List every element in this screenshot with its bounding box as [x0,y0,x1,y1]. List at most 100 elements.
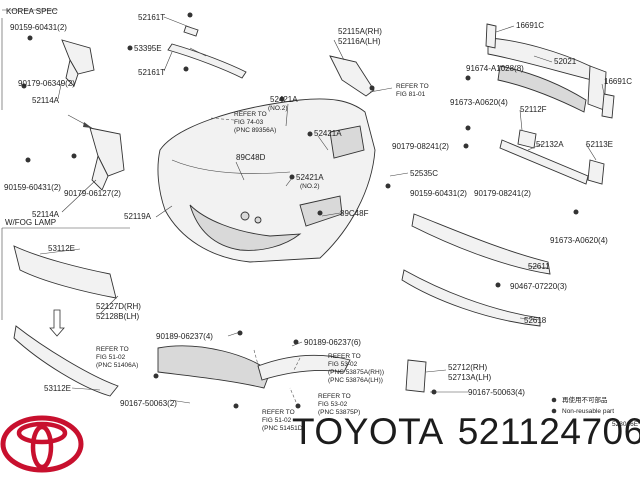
ref-fig53b-line2: FIG 53-02 [318,401,348,408]
bracket-16691C-left [485,23,497,49]
label-89C48D: 89C48D [236,153,266,162]
label-90159-b: 90159-60431(2) [4,183,61,192]
arrow-head-icon [83,122,92,128]
ref-fig74-line1: REFER TO [234,111,267,118]
label-52421A-c: 52421A [296,173,324,182]
ref-fig74-line3: (PNC 89356A) [234,127,276,134]
bracket-52114A-upper [61,39,95,87]
brand-caption: TOYOTA5211247060 [292,411,640,453]
fasteners [21,12,579,409]
undercover [157,345,271,389]
label-52618: 52618 [524,316,547,325]
korea-spec-region: KOREA SPEC [1,7,58,110]
ref-fig51a-line1: REFER TO [96,346,129,353]
bracket-16691C-right [601,93,615,119]
label-52021: 52021 [554,57,577,66]
bolt-icon [431,389,437,395]
label-90179-c: 90179-08241(2) [392,142,449,151]
label-52127D: 52127D(RH) [96,302,141,311]
label-52113E: 52113E [586,140,613,149]
ref-fig51b-line1: REFER TO [262,409,295,416]
label-52161T-b: 52161T [138,68,165,77]
wfog-lamp-region: W/FOG LAMP [1,218,130,320]
absorber-52021 [487,37,607,113]
bolt-icon [385,183,391,189]
ref-fig51b-line2: FIG 51-02 [262,417,292,424]
ref-fig81-line1: REFER TO [396,83,429,90]
label-53112E-a: 53112E [48,244,75,253]
toyota-logo-icon [0,415,84,473]
leader-lines [39,16,605,404]
label-90189-b: 90189-06237(6) [304,338,361,347]
label-90467: 90467-07220(3) [510,282,567,291]
korea-spec-label: KOREA SPEC [6,7,58,16]
label-52712: 52712(RH) [448,363,487,372]
figure-id: 523016E [612,421,639,428]
bolt-icon [233,403,239,409]
bolt-icon [465,75,471,81]
bolt-icon [465,125,471,131]
bracket-52112F [517,129,537,149]
label-52128B: 52128B(LH) [96,312,139,321]
bolt-icon [153,373,159,379]
ref-fig51b-line3: (PNC 51451D) [262,425,305,432]
bolt-icon [127,45,133,51]
label-90167-a: 90167-50063(2) [120,399,177,408]
reusable-marker-icon [551,397,557,403]
label-89C48F: 89C48F [340,209,369,218]
label-16691C-a: 16691C [516,21,544,30]
ref-fig53b-line1: REFER TO [318,393,351,400]
legend: 再使用不可部品 Non-reusable part 523016E [551,395,639,428]
label-52114A-a: 52114A [32,96,60,105]
label-52421A-b: 52421A [314,129,342,138]
label-53395E: 53395E [134,44,162,53]
ref-fig53a-line1: REFER TO [328,353,361,360]
label-90167-b: 90167-50063(4) [468,388,525,397]
bumper-cover-52119A [157,98,376,263]
bolt-icon [237,330,243,336]
label-52161T-a: 52161T [138,13,165,22]
label-52713A: 52713A(LH) [448,373,491,382]
bolt-icon [279,96,285,102]
clip-52161T [183,25,199,37]
bolt-icon [295,403,301,409]
absorber-52611 [411,213,551,275]
label-52421A-a: 52421A [270,95,298,104]
ref-fig51a-line3: (PNC 51406A) [96,362,138,369]
spoiler-52618 [401,269,541,327]
retainer-52115A [329,55,375,97]
bolt-icon [369,85,375,91]
ref-fig53a-line3: (PNC 53875A(RH)) [328,369,384,376]
label-90179-b: 90179-06127(2) [64,189,121,198]
label-52114A-b: 52114A [32,210,60,219]
label-90189-a: 90189-06237(4) [156,332,213,341]
label-90159-c: 90159-60431(2) [410,189,467,198]
label-91673-a: 91673-A0620(4) [450,98,508,107]
label-53112E-b: 53112E [44,384,71,393]
bolt-icon [71,153,77,159]
label-52115A: 52115A(RH) [338,27,382,36]
label-no2-a: (NO.2) [268,105,288,112]
label-90179-d: 90179-08241(2) [474,189,531,198]
bolt-icon [293,339,299,345]
bolt-icon [463,143,469,149]
grille-53112E-lower [13,325,119,397]
ref-fig53a-line4: (PNC 53876A(LH)) [328,377,383,384]
label-90179-a: 90179-06349(2) [18,79,75,88]
bolt-icon [317,210,323,216]
bolt-icon [21,83,27,89]
ref-fig51a-line2: FIG 51-02 [96,354,126,361]
label-52535C: 52535C [410,169,438,178]
legend-item-1: 再使用不可部品 [562,395,608,404]
part-number: 5211247060 [457,411,640,452]
wfog-lamp-label: W/FOG LAMP [5,218,56,227]
ref-fig53b-line3: (PNC 53875P) [318,409,360,416]
legend-item-2: Non-reusable part [562,408,614,415]
side-undercover [257,354,351,381]
label-52132A: 52132A [536,140,564,149]
label-52119A: 52119A [124,212,152,221]
label-52116A: 52116A(LH) [338,37,381,46]
bolt-icon [495,282,501,288]
bolt-icon [25,157,31,163]
